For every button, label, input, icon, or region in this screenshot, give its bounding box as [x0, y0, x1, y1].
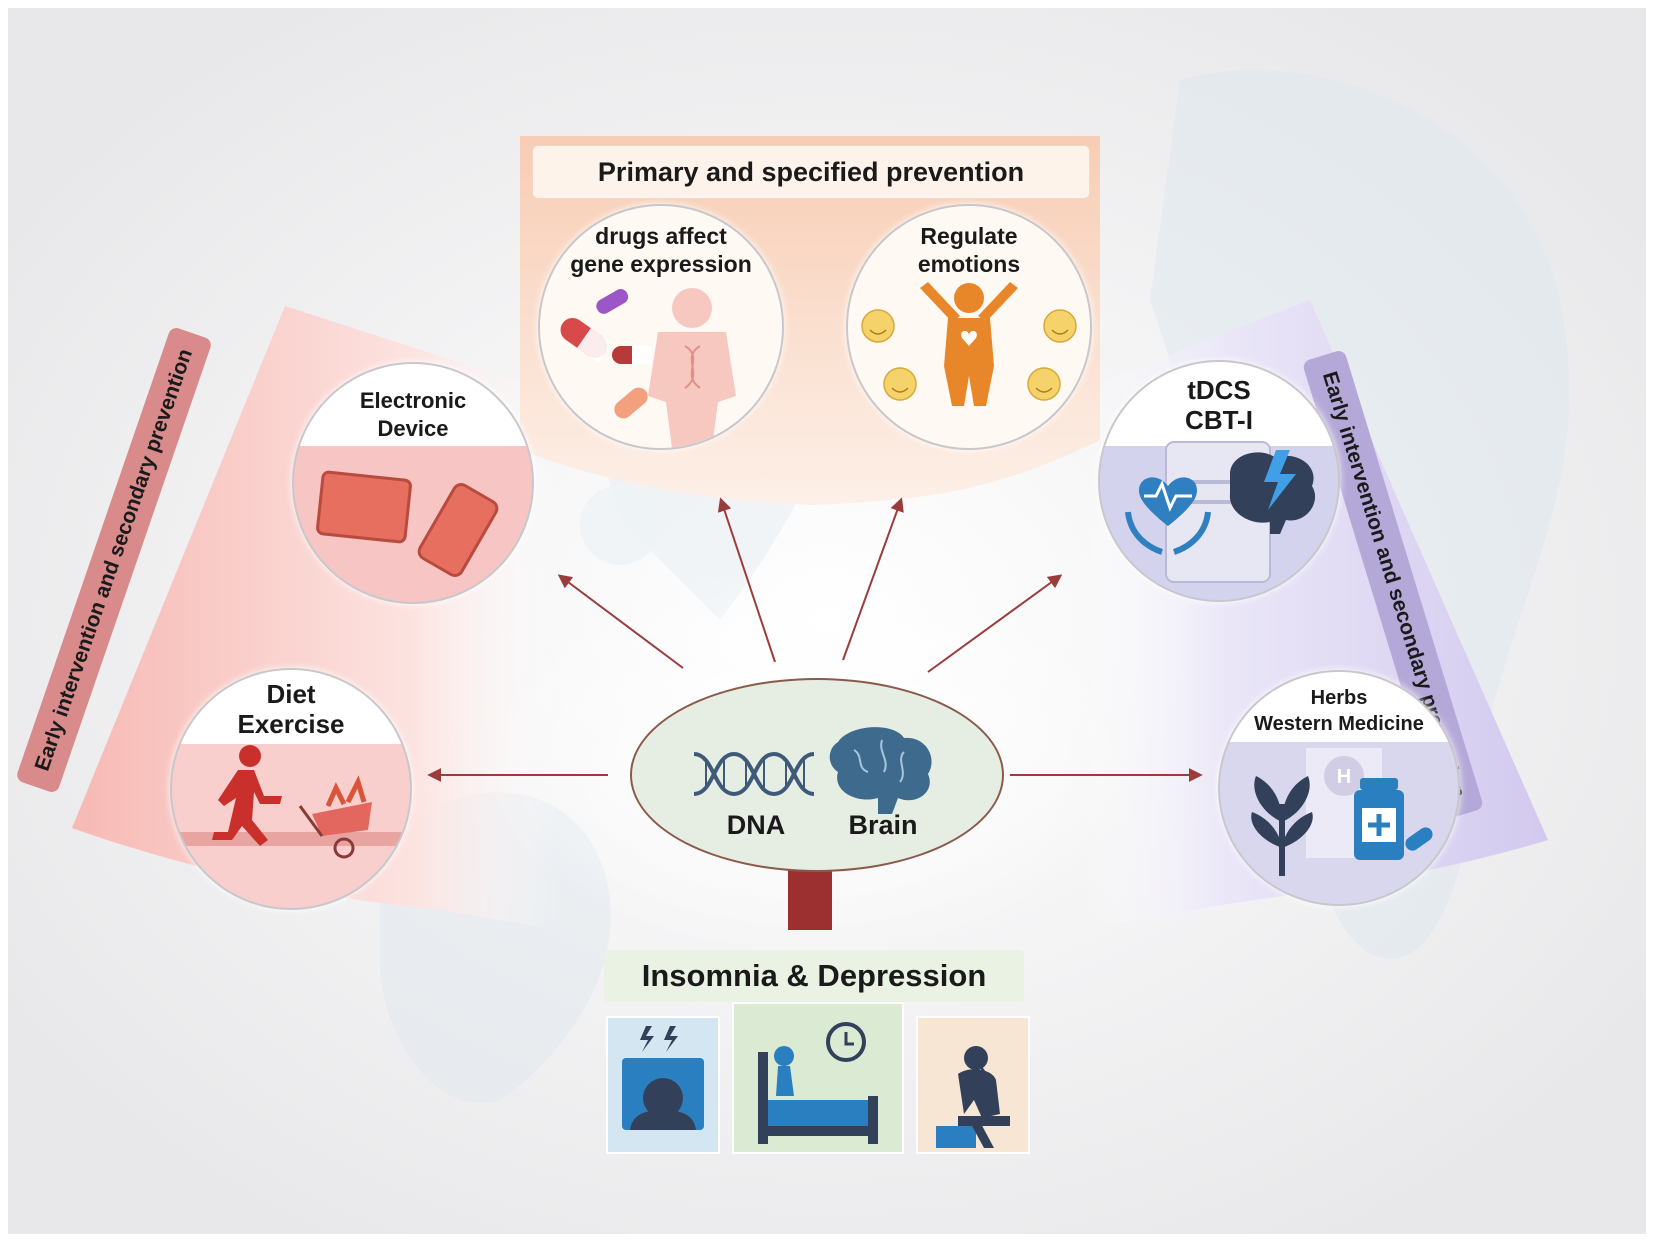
- plant-icon: [1251, 776, 1313, 876]
- electronic-label-line2: Device: [377, 416, 449, 441]
- drugs-label-line1: drugs affect: [595, 223, 727, 249]
- electronic-device-circle: Electronic Device: [292, 362, 534, 604]
- tdcs-cbti-circle: tDCS CBT-I: [1098, 360, 1340, 602]
- diet-label-line1: Diet: [266, 679, 316, 709]
- drugs-label-line2: gene expression: [570, 251, 752, 277]
- brain-label: Brain: [848, 810, 918, 840]
- herbs-label-line2: Western Medicine: [1254, 713, 1424, 735]
- drugs-gene-circle: drugs affect gene expression: [538, 204, 784, 450]
- tdcs-label-line1: tDCS: [1187, 375, 1251, 405]
- bed-clock-box: [732, 1002, 904, 1154]
- arrows: [427, 497, 1203, 782]
- herbs-label-line1: Herbs: [1310, 687, 1368, 709]
- diet-label-line2: Exercise: [237, 709, 345, 739]
- human-body-dna-icon: [648, 288, 736, 448]
- emotions-label-line1: Regulate: [920, 223, 1018, 249]
- head-bolt-icon: [622, 1026, 704, 1130]
- brain-bolt-icon: [1229, 450, 1316, 534]
- wheelbarrow-icon: [298, 775, 372, 859]
- sad-person-icon: [936, 1046, 1010, 1148]
- tdcs-label-line2: CBT-I: [1185, 405, 1253, 435]
- heart-hands-icon: [1125, 477, 1211, 555]
- center-dna-brain-ellipse: DNA Brain: [630, 678, 1004, 872]
- dna-label: DNA: [726, 810, 786, 840]
- tablet-icon: [316, 470, 412, 544]
- insomnia-head-box: [606, 1016, 720, 1154]
- running-person-icon: [212, 745, 282, 846]
- smartphone-icon: [417, 483, 499, 577]
- diet-exercise-circle: Diet Exercise: [170, 668, 412, 910]
- happy-person-icon: [920, 282, 1018, 406]
- medicine-bottle-icon: [1354, 778, 1433, 860]
- dna-icon: [693, 751, 815, 797]
- regulate-emotions-circle: Regulate emotions: [846, 204, 1092, 450]
- electronic-label-line1: Electronic: [359, 388, 467, 413]
- herbs-medicine-circle: Herbs Western Medicine H: [1218, 670, 1460, 906]
- pill-icon: [560, 289, 652, 419]
- svg-text:H: H: [1337, 766, 1351, 788]
- primary-prevention-title: Primary and specified prevention: [532, 145, 1090, 199]
- insomnia-depression-title: Insomnia & Depression: [604, 950, 1024, 1002]
- brain-icon: [829, 727, 932, 814]
- bed-clock-icon: [758, 1022, 878, 1144]
- smiley-icon: [861, 309, 1077, 401]
- emotions-label-line2: emotions: [917, 251, 1021, 277]
- sad-person-box: [916, 1016, 1030, 1154]
